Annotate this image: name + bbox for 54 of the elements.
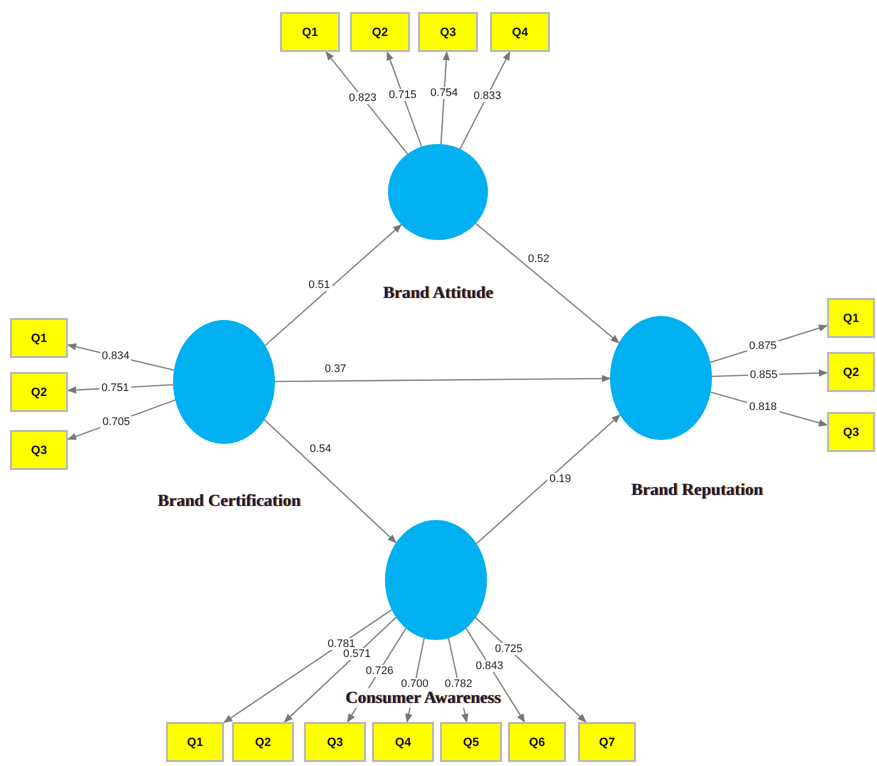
indicator-box: Q2 [232,722,294,762]
edge-label: 0.875 [747,340,779,352]
indicator-box: Q2 [350,12,410,52]
indicator-box: Q1 [166,722,224,762]
edge-label: 0.833 [472,90,504,102]
indicator-box: Q1 [827,298,875,338]
edge-label: 0.725 [493,642,525,655]
edge-label: 0.571 [341,648,373,660]
indicator-box: Q4 [490,12,550,52]
edge-label: 0.52 [526,253,552,266]
indicator-box: Q3 [827,412,875,452]
arrow [476,414,621,544]
edge-label: 0.843 [474,660,506,672]
indicator-box: Q2 [827,352,875,392]
edge-label: 0.834 [100,350,132,362]
arrow [460,51,510,150]
indicator-box: Q4 [372,722,434,762]
arrow [275,374,611,382]
indicator-box: Q2 [10,372,68,412]
edge-label: 0.751 [100,382,132,394]
edge-label: 0.37 [322,362,348,375]
edge-label: 0.19 [548,473,573,486]
indicator-box: Q5 [440,722,502,762]
edge-label: 0.705 [100,416,132,428]
indicator-box: Q7 [578,722,636,762]
edge-label: 0.855 [748,368,780,381]
edge-label: 0.823 [346,92,378,104]
construct-name: Consumer Awareness [343,688,503,708]
indicator-box: Q3 [418,12,478,52]
indicator-box: Q3 [10,430,68,470]
edge-label: 0.818 [747,400,779,413]
arrow [386,51,422,147]
arrow [475,222,620,344]
arrow [264,419,397,544]
arrow [466,628,526,723]
edge-label: 0.715 [386,88,418,101]
arrow [284,616,397,723]
edge-label: 0.754 [428,87,460,100]
edge-label: 0.726 [364,664,396,676]
indicator-box: Q6 [508,722,566,762]
construct-name: Brand Reputation [629,480,765,500]
edge-label: 0.54 [308,442,334,455]
edge-label: 0.782 [442,678,474,690]
edge-label: 0.51 [306,279,332,291]
indicator-box: Q1 [280,12,340,52]
arrow [325,51,408,154]
edge-label: 0.700 [398,678,430,690]
arrow [475,617,587,723]
indicator-box: Q1 [10,318,68,358]
arrow [264,224,402,346]
indicator-box: Q3 [304,722,366,762]
edge-label: 0.781 [326,638,358,650]
arrow [223,609,392,724]
arrow [440,51,450,144]
